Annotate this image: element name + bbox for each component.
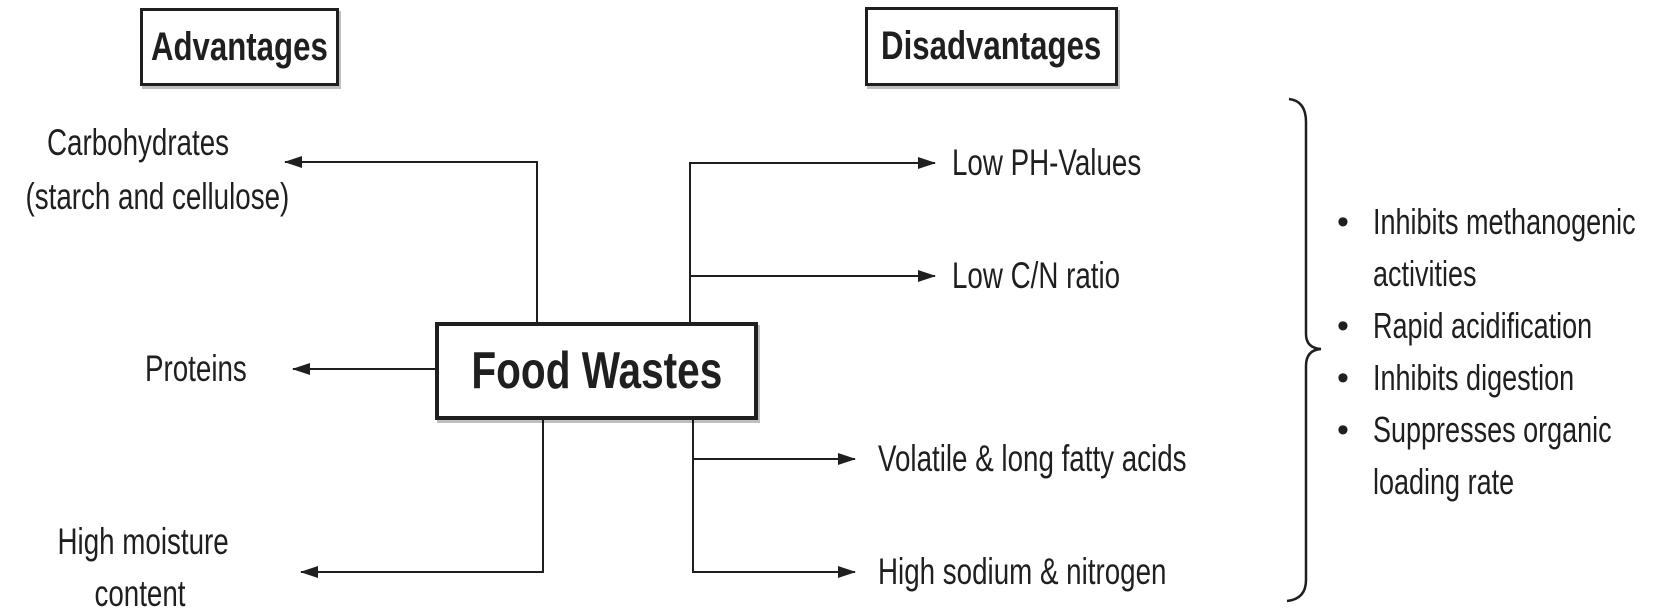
effect-loading-rate-line1: Suppresses organic: [1373, 409, 1612, 450]
bullet-icon: •: [1337, 411, 1349, 449]
connector-high-moisture: [300, 411, 544, 578]
connector-high-sodium: [692, 459, 856, 578]
disadvantage-low-cn-label: Low C/N ratio: [952, 255, 1121, 296]
effect-item-methanogenic: • Inhibits methanogenic activities: [1337, 196, 1665, 300]
advantages-header-box: Advantages: [140, 8, 339, 86]
disadvantage-low-cn: Low C/N ratio: [952, 249, 1176, 303]
disadvantage-high-sodium: High sodium & nitrogen: [878, 545, 1263, 599]
effect-item-loading-rate: • Suppresses organic loading rate: [1337, 404, 1665, 508]
effect-methanogenic-line1: Inhibits methanogenic: [1373, 201, 1636, 242]
advantages-header-label: Advantages: [151, 24, 328, 69]
food-wastes-node: Food Wastes: [435, 322, 758, 420]
advantage-carbohydrates-line1: Carbohydrates: [46, 122, 230, 163]
effect-item-digestion: • Inhibits digestion: [1337, 352, 1665, 404]
advantage-high-moisture-line2: content: [94, 573, 186, 614]
advantage-carbohydrates: Carbohydrates (starch and cellulose): [25, 116, 290, 224]
bullet-icon: •: [1337, 359, 1349, 397]
disadvantages-header-label: Disadvantages: [881, 24, 1102, 68]
effect-methanogenic-line2: activities: [1373, 253, 1477, 294]
bullet-icon: •: [1337, 307, 1349, 345]
disadvantage-low-ph: Low PH-Values: [952, 136, 1204, 190]
grouping-brace: [1286, 97, 1322, 603]
disadvantage-low-ph-label: Low PH-Values: [952, 142, 1142, 183]
effect-item-acidification: • Rapid acidification: [1337, 300, 1665, 352]
bullet-icon: •: [1337, 203, 1349, 241]
advantage-high-moisture-line1: High moisture: [57, 521, 229, 562]
effect-acidification-label: Rapid acidification: [1373, 305, 1593, 346]
disadvantage-high-sodium-label: High sodium & nitrogen: [878, 551, 1167, 592]
advantage-carbohydrates-line2: (starch and cellulose): [25, 176, 290, 217]
food-wastes-label: Food Wastes: [471, 342, 722, 400]
effect-loading-rate-line2: loading rate: [1373, 461, 1515, 502]
effects-list: • Inhibits methanogenic activities • Rap…: [1337, 196, 1665, 508]
advantage-proteins: Proteins: [145, 342, 281, 396]
disadvantage-volatile-acids-label: Volatile & long fatty acids: [878, 438, 1187, 479]
connector-carbohydrates: [284, 156, 538, 322]
disadvantage-volatile-acids: Volatile & long fatty acids: [878, 432, 1289, 486]
disadvantages-header-box: Disadvantages: [865, 7, 1118, 86]
advantage-proteins-label: Proteins: [145, 348, 247, 389]
effect-digestion-label: Inhibits digestion: [1373, 357, 1575, 398]
advantage-high-moisture: High moisture content: [57, 516, 229, 614]
connector-low-ph: [689, 157, 936, 322]
